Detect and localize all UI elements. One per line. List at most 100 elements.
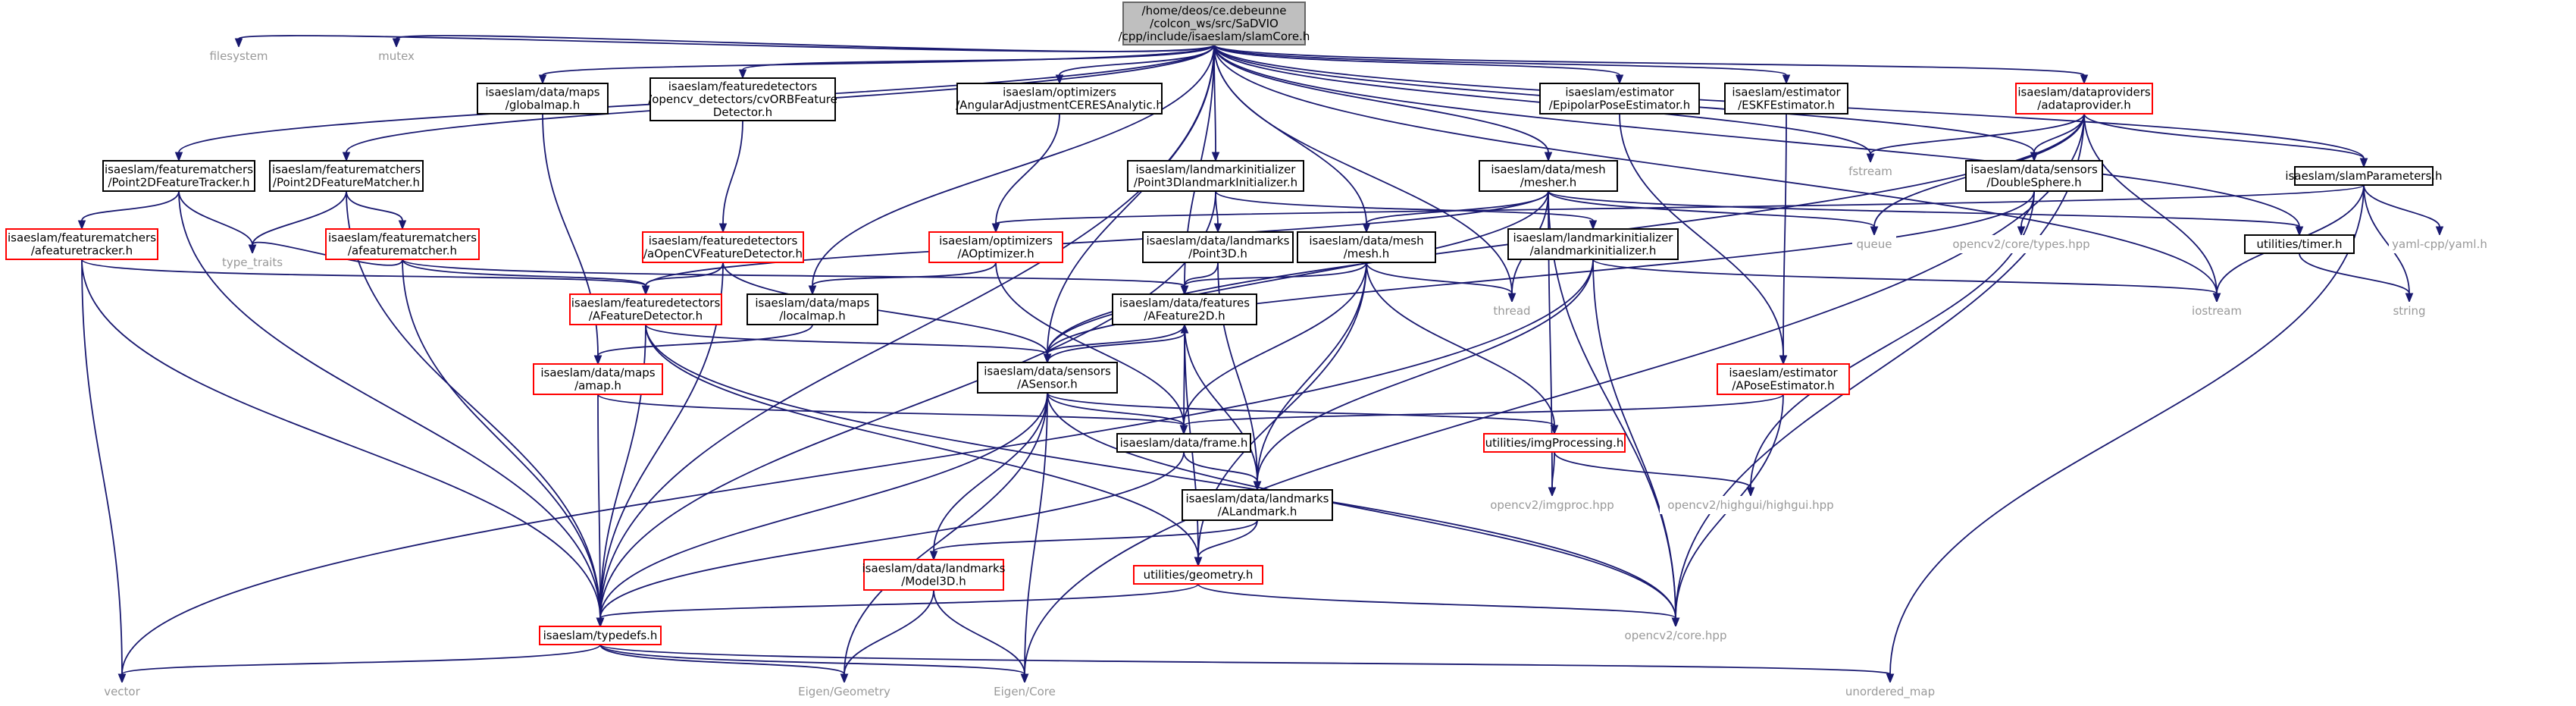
node-p2dmatcher[interactable]: isaeslam/featurematchers/Point2DFeatureM… — [269, 160, 424, 192]
node-p2dtracker[interactable]: isaeslam/featurematchers/Point2DFeatureT… — [102, 160, 255, 192]
arrowhead-geometry-to-cvcore — [1671, 617, 1680, 628]
node-localmap[interactable]: isaeslam/data/maps/localmap.h — [747, 293, 878, 325]
arrowhead-aocvfd-to-afeaturedetector — [641, 285, 650, 296]
node-root[interactable]: /home/deos/ce.debeunne/colcon_ws/src/SaD… — [1119, 2, 1310, 45]
node-box-slamparams — [2294, 166, 2434, 186]
node-asensor[interactable]: isaeslam/data/sensors/ASensor.h — [977, 362, 1118, 394]
node-afeaturedetector[interactable]: isaeslam/featuredetectors/AFeatureDetect… — [569, 293, 722, 325]
node-frame[interactable]: isaeslam/data/frame.h — [1116, 433, 1251, 453]
node-box-afeature2d — [1112, 293, 1257, 325]
node-label-afeature2d-line-1: /AFeature2D.h — [1144, 309, 1225, 323]
edge-asensor-to-frame — [1047, 392, 1185, 426]
node-box-fstream — [1843, 162, 1898, 180]
node-p3dlandmark[interactable]: isaeslam/landmarkinitializer/Point3Dland… — [1127, 160, 1304, 192]
edges-layer — [77, 35, 2444, 684]
node-label-aoptimizer-line-0: isaeslam/optimizers — [939, 234, 1053, 248]
node-box-p3dlandmark — [1127, 160, 1304, 192]
edge-asensor-to-typedefs — [599, 392, 1048, 619]
node-aoptimizer[interactable]: isaeslam/optimizers/AOptimizer.h — [928, 231, 1063, 263]
edge-afeaturedetector-to-cvcore — [645, 324, 1676, 619]
edge-imgprocessing-to-imgproc — [1551, 451, 1555, 488]
node-aposeestimator[interactable]: isaeslam/estimator/APoseEstimator.h — [1717, 363, 1850, 395]
node-label-p2dtracker-line-1: /Point2DFeatureTracker.h — [108, 176, 249, 190]
node-point3d[interactable]: isaeslam/data/landmarks/Point3D.h — [1142, 231, 1294, 263]
edge-asensor-to-cvcore — [1047, 392, 1676, 619]
node-epipolar[interactable]: isaeslam/estimator/EpipolarPoseEstimator… — [1539, 83, 1700, 115]
node-afeaturematcher[interactable]: isaeslam/featurematchers/afeaturematcher… — [325, 228, 480, 260]
node-filesystem: filesystem — [206, 47, 271, 65]
arrowhead-slamparams-to-aoptimizer — [991, 223, 1000, 234]
node-mesher[interactable]: isaeslam/data/mesh/mesher.h — [1479, 160, 1618, 192]
edge-alandmarkinit-to-vector — [121, 259, 1594, 675]
node-label-timer-line-0: utilities/timer.h — [2257, 237, 2343, 251]
node-afeature2d[interactable]: isaeslam/data/features/AFeature2D.h — [1112, 293, 1257, 325]
node-label-alandmark-line-0: isaeslam/data/landmarks — [1186, 492, 1329, 506]
edge-mesher-to-asensor — [1047, 190, 1549, 355]
node-alandmark[interactable]: isaeslam/data/landmarks/ALandmark.h — [1182, 489, 1333, 521]
arrowhead-p2dmatcher-to-afeaturematcher — [398, 220, 407, 231]
node-alandmarkinit[interactable]: isaeslam/landmarkinitializer/alandmarkin… — [1507, 228, 1679, 260]
edge-aposeestimator-to-frame — [1183, 394, 1784, 426]
edge-eskf-to-aposeestimator — [1783, 113, 1787, 356]
node-typedefs[interactable]: isaeslam/typedefs.h — [539, 626, 662, 645]
node-mutex: mutex — [373, 47, 420, 65]
arrowhead-geometry-to-typedefs — [596, 617, 605, 628]
node-label-cvorb-line-2: Detector.h — [713, 105, 772, 119]
edge-p2dmatcher-to-afeaturematcher — [346, 190, 403, 221]
node-model3d[interactable]: isaeslam/data/landmarks/Model3D.h — [862, 559, 1006, 591]
node-box-yaml — [2389, 235, 2490, 253]
node-box-point3d — [1142, 231, 1294, 263]
node-box-geometry — [1133, 565, 1263, 585]
arrowhead-alandmarkinit-to-iostream — [2212, 293, 2221, 303]
arrowhead-typedefs-to-unorderedmap — [1886, 673, 1895, 684]
arrowhead-adataprovider-to-fstream — [1866, 153, 1875, 164]
edge-typedefs-to-eigencore — [599, 644, 1025, 675]
node-doublesphere[interactable]: isaeslam/data/sensors/DoubleSphere.h — [1965, 160, 2103, 192]
node-eigengeom: Eigen/Geometry — [796, 682, 893, 701]
arrowhead-root-to-p2dtracker — [174, 152, 183, 162]
arrowhead-p3dlandmark-to-alandmarkinit — [1588, 220, 1598, 231]
edge-model3d-to-eigencore — [933, 589, 1025, 675]
node-angadj[interactable]: isaeslam/optimizers/AngularAdjustmentCER… — [956, 83, 1163, 115]
node-aocvfd[interactable]: isaeslam/featuredetectors/aOpenCVFeature… — [642, 231, 804, 263]
node-imgprocessing[interactable]: utilities/imgProcessing.h — [1483, 433, 1626, 453]
node-globalmap[interactable]: isaeslam/data/maps/globalmap.h — [477, 83, 609, 115]
node-label-point3d-line-0: isaeslam/data/landmarks — [1147, 234, 1290, 248]
node-timer[interactable]: utilities/timer.h — [2244, 234, 2355, 254]
node-queue: queue — [1852, 235, 1896, 253]
arrowhead-root-to-cvorb — [738, 69, 747, 80]
arrowhead-p3dlandmark-to-point3d — [1213, 223, 1222, 234]
edge-root-to-mutex — [396, 35, 1215, 52]
edge-afeaturedetector-to-asensor — [645, 324, 1048, 355]
node-amap[interactable]: isaeslam/data/maps/amap.h — [533, 363, 663, 395]
node-label-doublesphere-line-1: /DoubleSphere.h — [1986, 176, 2081, 190]
node-label-alandmark-line-1: /ALandmark.h — [1218, 505, 1297, 519]
arrowhead-root-to-p3dlandmark — [1211, 152, 1220, 162]
node-cvorb[interactable]: isaeslam/featuredetectors/opencv_detecto… — [648, 77, 837, 121]
node-label-mesher-line-1: /mesher.h — [1520, 176, 1577, 190]
node-label-cvorb-line-0: isaeslam/featuredetectors — [668, 80, 818, 93]
node-box-afeaturetracker — [5, 228, 158, 260]
node-label-afeaturematcher-line-1: /afeaturematcher.h — [348, 244, 457, 258]
edge-asensor-to-imgprocessing — [1047, 392, 1555, 426]
edge-aoptimizer-to-localmap — [812, 262, 997, 287]
arrowhead-root-to-mutex — [392, 38, 401, 49]
edge-alandmark-to-geometry — [1197, 519, 1258, 558]
arrowhead-doublesphere-to-cvtypes — [2017, 226, 2026, 237]
edge-root-to-mesher — [1213, 44, 1549, 153]
node-label-meshh-line-1: /mesh.h — [1344, 247, 1390, 261]
node-label-asensor-line-0: isaeslam/data/sensors — [984, 365, 1111, 378]
edge-root-to-meshh — [1213, 44, 1367, 224]
node-label-afeaturematcher-line-0: isaeslam/featurematchers — [328, 231, 477, 245]
node-slamparams[interactable]: isaeslam/slamParameters.h — [2285, 166, 2443, 186]
node-geometry[interactable]: utilities/geometry.h — [1133, 565, 1263, 585]
node-meshh[interactable]: isaeslam/data/mesh/mesh.h — [1297, 231, 1436, 263]
node-box-alandmark — [1182, 489, 1333, 521]
node-adataprovider[interactable]: isaeslam/dataproviders/adataprovider.h — [2015, 83, 2153, 115]
node-eskf[interactable]: isaeslam/estimator/ESKFEstimator.h — [1724, 83, 1848, 115]
node-label-highgui-line-0: opencv2/highgui/highgui.hpp — [1667, 498, 1833, 512]
edge-meshh-to-thread — [1366, 262, 1513, 294]
node-label-imgprocessing-line-0: utilities/imgProcessing.h — [1485, 436, 1624, 450]
edge-adataprovider-to-iostream — [2083, 113, 2218, 294]
node-afeaturetracker[interactable]: isaeslam/featurematchers/afeaturetracker… — [5, 228, 158, 260]
